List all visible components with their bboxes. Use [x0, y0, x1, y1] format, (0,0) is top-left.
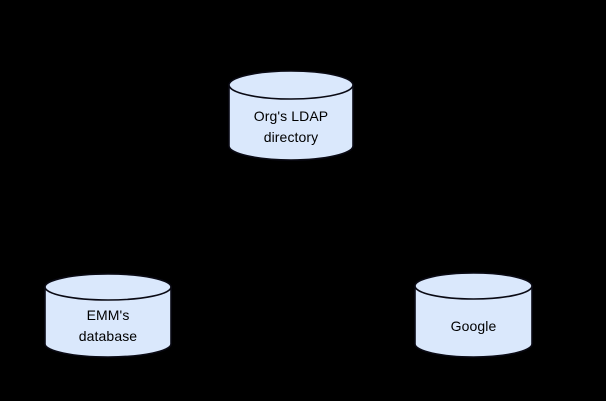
database-node-emm[interactable]: EMM's database: [44, 273, 172, 358]
cylinder-icon: [414, 272, 533, 358]
database-node-ldap[interactable]: Org's LDAP directory: [228, 70, 354, 161]
cylinder-icon: [44, 273, 172, 358]
database-node-google[interactable]: Google: [414, 272, 533, 358]
cylinder-icon: [228, 70, 354, 161]
